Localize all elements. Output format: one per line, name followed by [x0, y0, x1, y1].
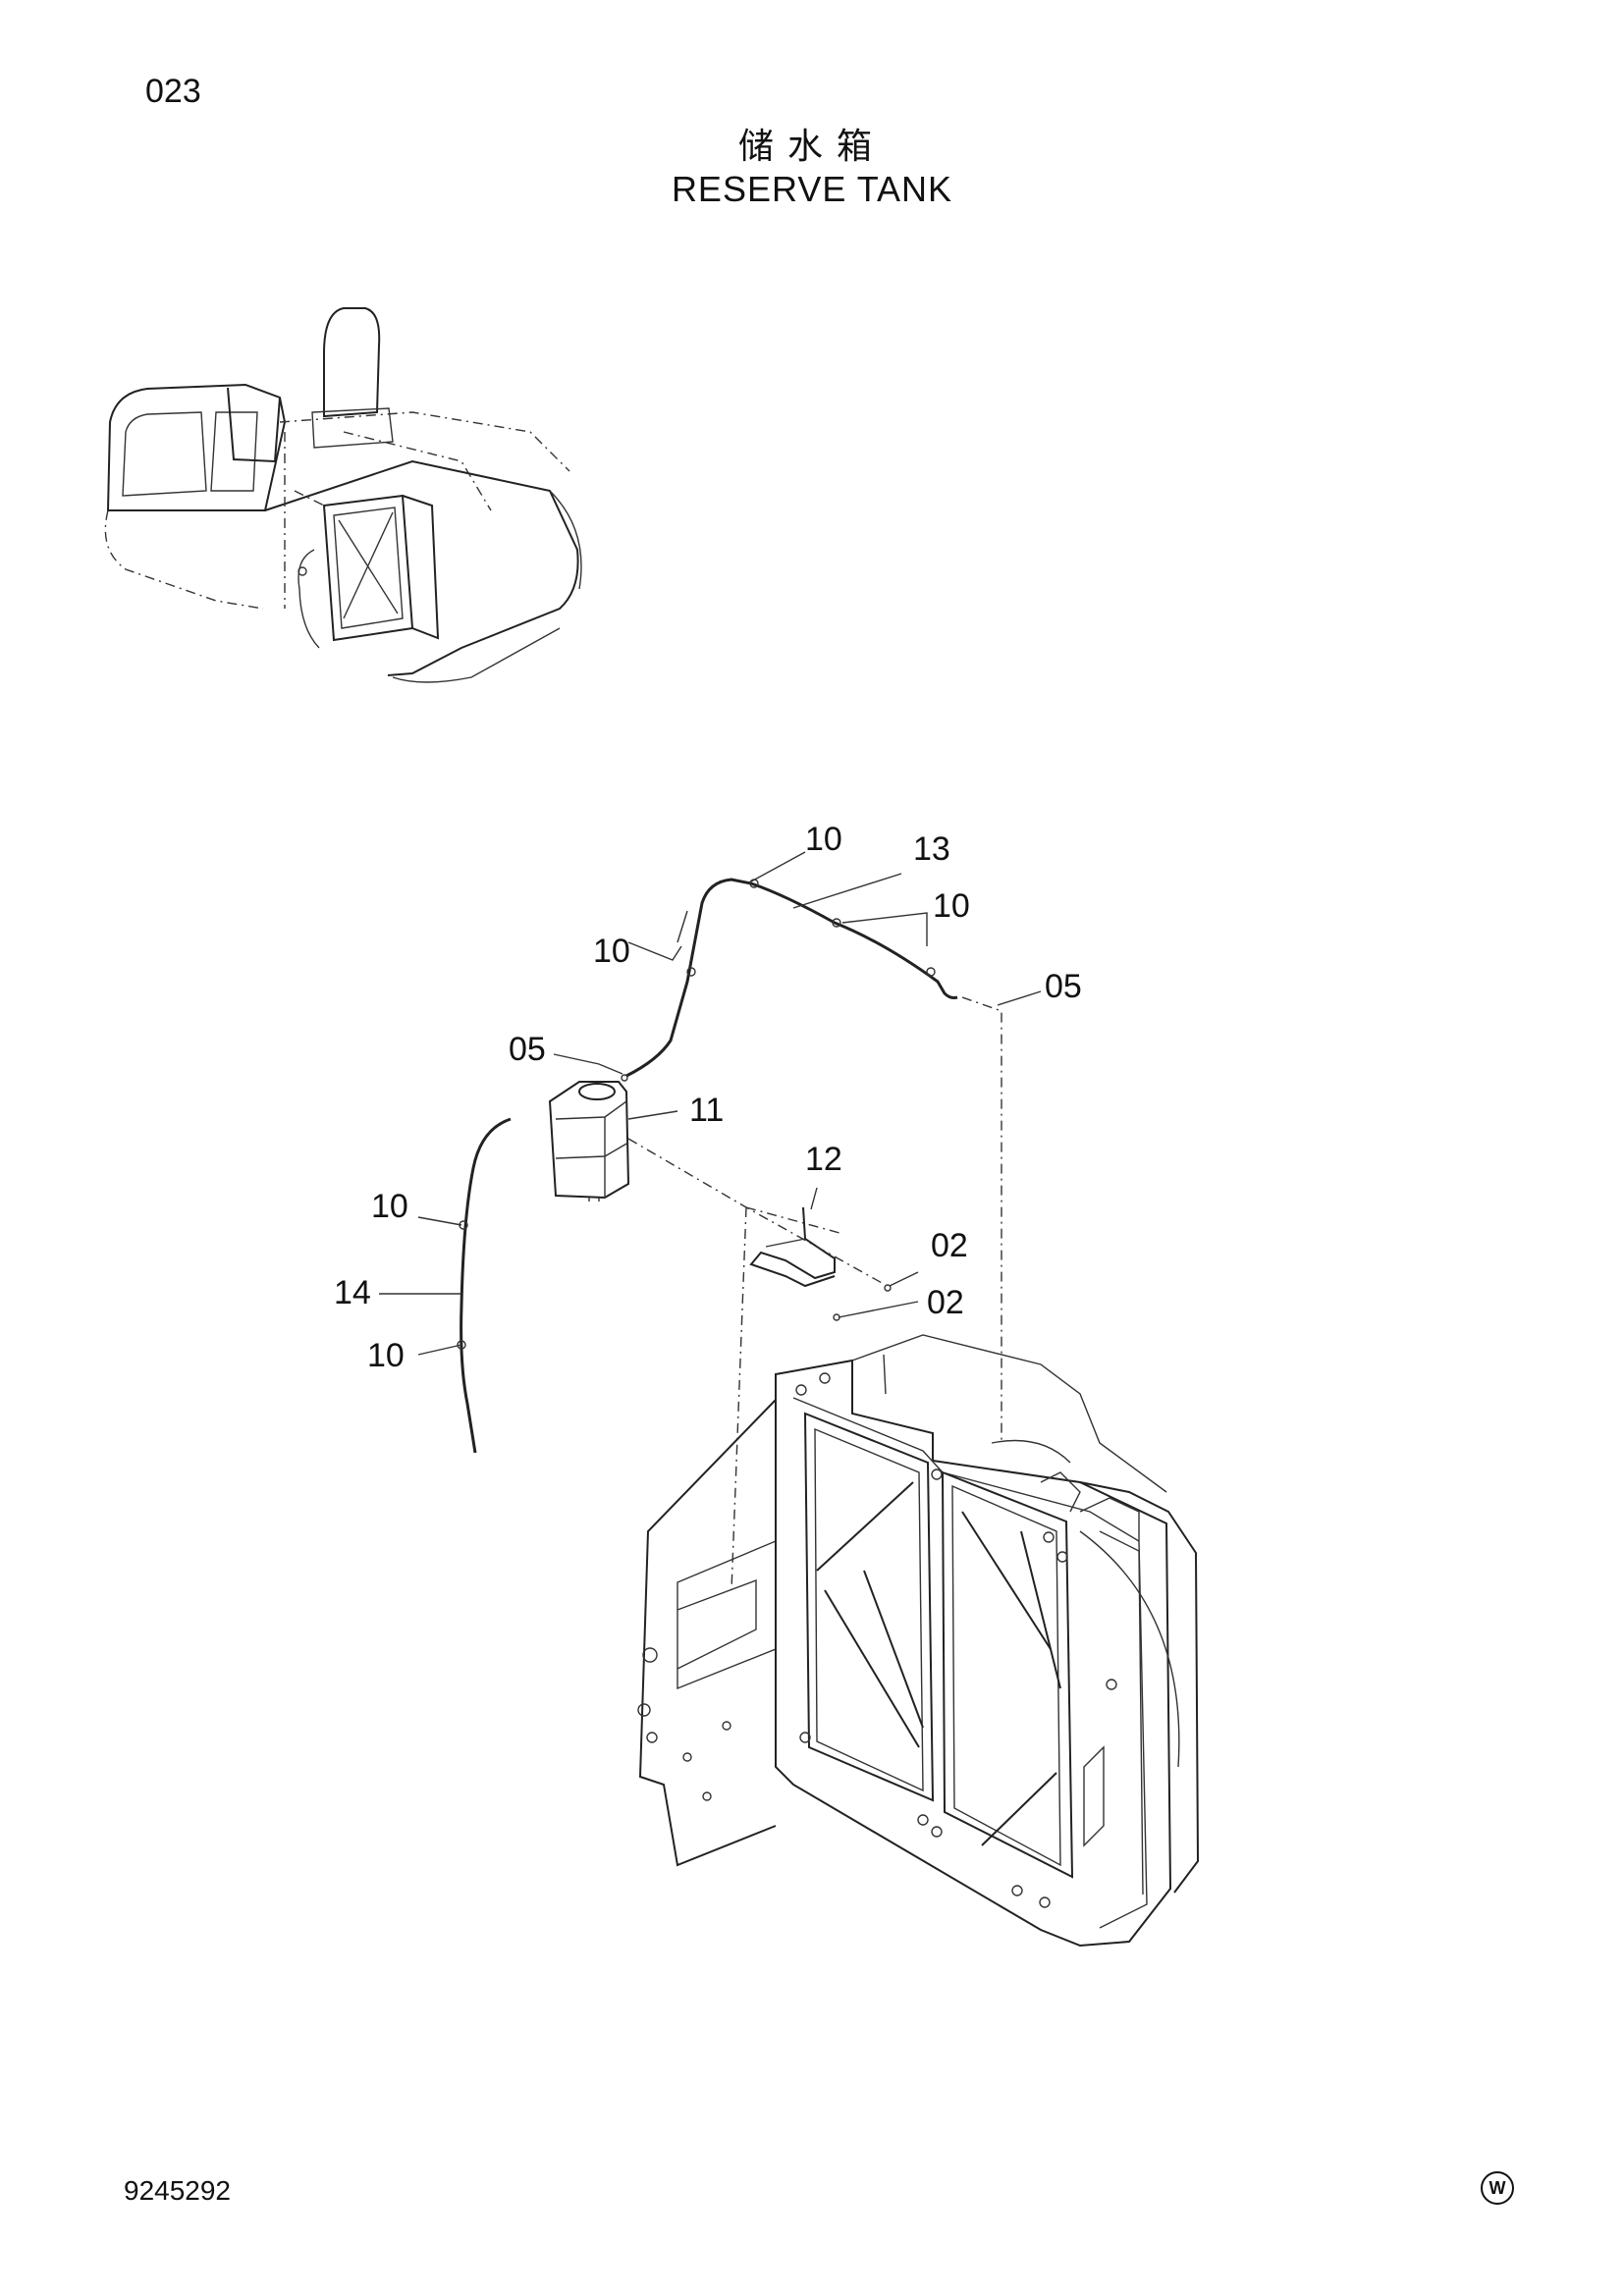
corner-mark: W	[1481, 2171, 1514, 2205]
radiator-assembly-icon	[637, 1334, 1200, 1948]
page-number: 023	[145, 73, 201, 110]
callout-13: 13	[913, 830, 950, 868]
callout-10-top: 10	[805, 821, 842, 858]
bracket-icon	[749, 1206, 836, 1288]
callout-11: 11	[689, 1092, 724, 1129]
callout-12: 12	[805, 1141, 842, 1178]
callout-02-a: 02	[931, 1227, 968, 1264]
excavator-overview-icon	[104, 307, 582, 683]
callout-10-left: 10	[593, 933, 630, 970]
callout-10-hose-upper: 10	[371, 1188, 408, 1225]
callout-10-hose-lower: 10	[367, 1337, 405, 1374]
reserve-tank-icon	[548, 1081, 630, 1201]
hose-14	[460, 1117, 512, 1454]
title-english: RESERVE TANK	[671, 169, 953, 209]
callout-02-b: 02	[927, 1284, 964, 1321]
callout-10-right: 10	[933, 887, 970, 925]
hose-13	[625, 878, 958, 1078]
callout-05-left: 05	[509, 1031, 546, 1068]
callout-14: 14	[334, 1274, 371, 1311]
hose-clamps-upper	[686, 879, 936, 977]
callout-leaders	[379, 851, 1042, 1356]
document-number: 9245292	[124, 2175, 232, 2206]
callout-05-right: 05	[1045, 968, 1082, 1005]
title-chinese: 储水箱	[737, 126, 886, 166]
